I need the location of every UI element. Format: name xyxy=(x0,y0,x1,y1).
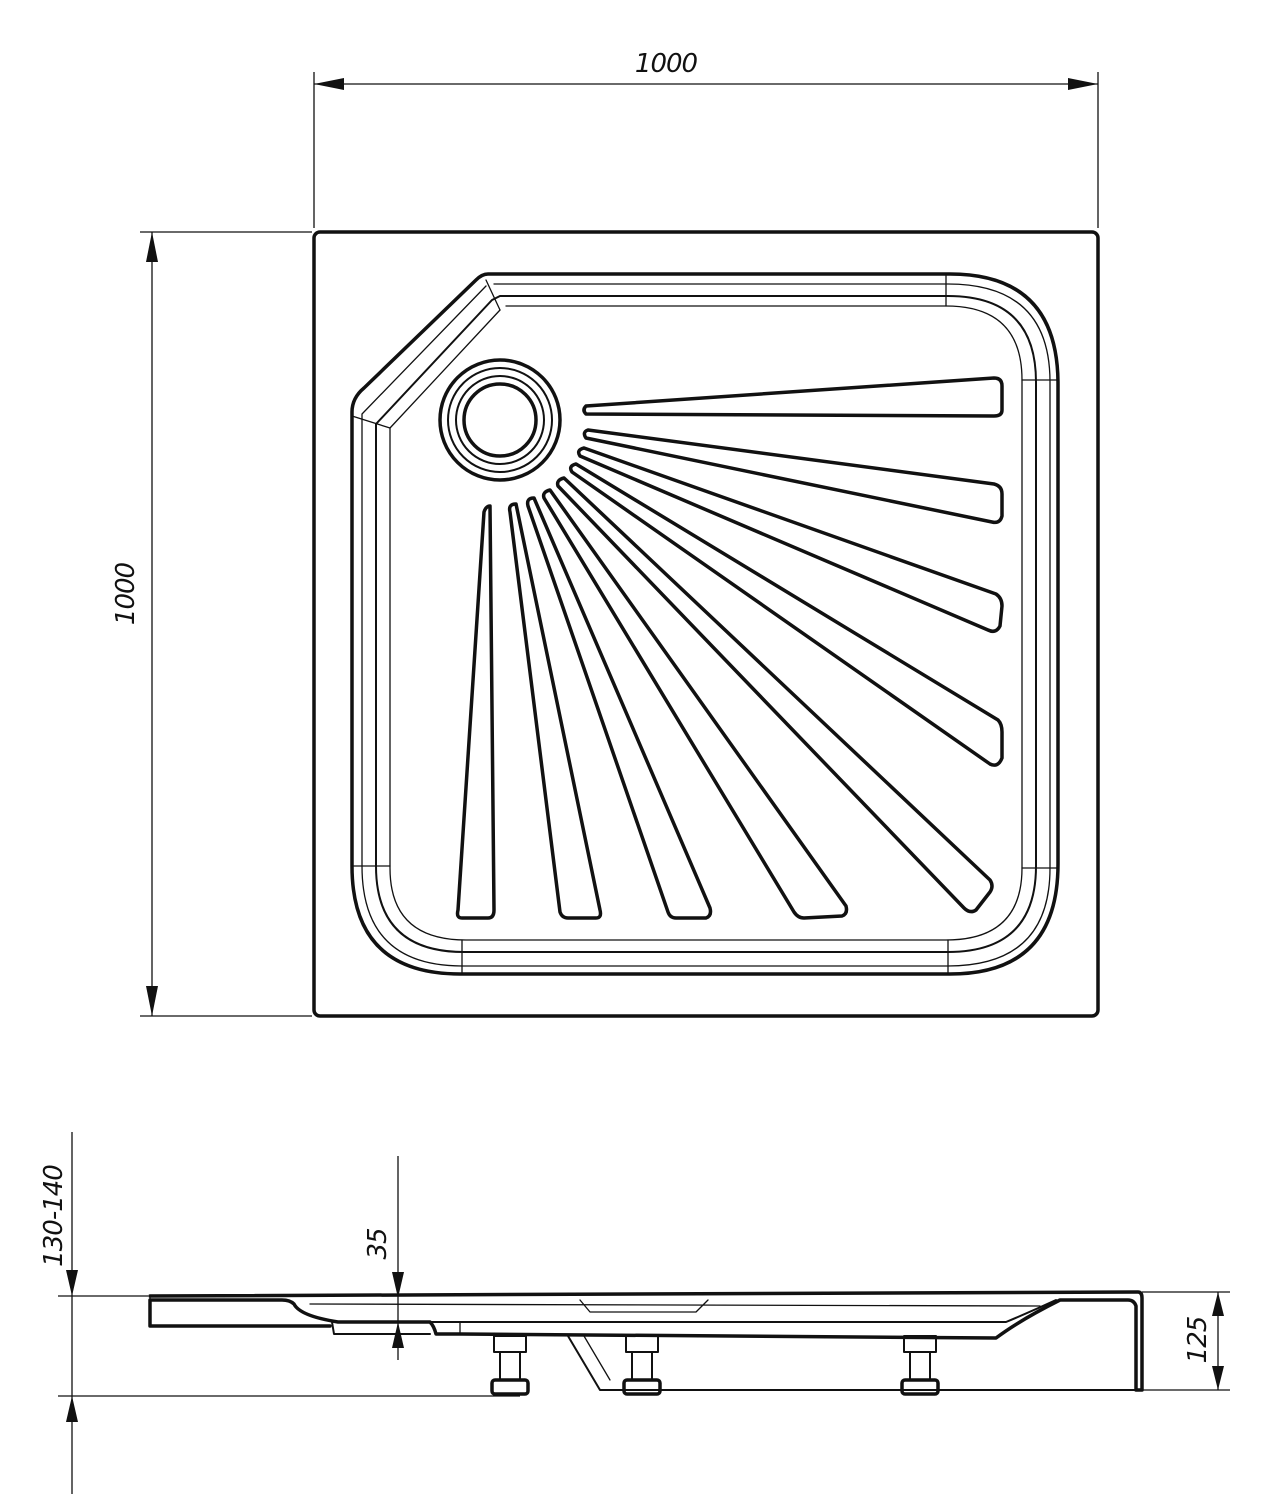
rim-tick xyxy=(485,279,501,311)
rib xyxy=(507,502,603,920)
rib xyxy=(576,446,1004,634)
foot-stem xyxy=(909,1351,931,1381)
rib xyxy=(582,428,1004,525)
arrow-head xyxy=(1068,78,1098,90)
dimension-label-top-width: 1000 xyxy=(635,49,698,79)
dimension-label-side-height: 125 xyxy=(1183,1316,1213,1363)
rib xyxy=(455,504,496,920)
drain-bottom xyxy=(331,1321,431,1335)
dimension-label-total-height: 130-140 xyxy=(39,1165,69,1267)
foot-stem xyxy=(631,1351,653,1381)
top-view: 1000 1000 xyxy=(111,49,1100,1018)
drain-outer-ring xyxy=(438,358,562,482)
foot-top xyxy=(493,1335,527,1353)
side-view: 130-140 35 125 xyxy=(39,1132,1230,1494)
rib xyxy=(525,496,713,920)
support-foot-center xyxy=(622,1335,662,1396)
arrow-head xyxy=(146,232,158,262)
basin-surface-line xyxy=(309,1303,1041,1307)
basin-outer-contour xyxy=(350,272,1060,976)
arrow-head xyxy=(1212,1292,1224,1316)
support-foot-left xyxy=(490,1335,530,1396)
basin-inner-contour xyxy=(375,295,1037,953)
arrow-head xyxy=(314,78,344,90)
arrow-head xyxy=(66,1396,78,1422)
frame-support xyxy=(567,1335,1143,1391)
arrow-head xyxy=(1212,1366,1224,1390)
rib xyxy=(568,462,1004,767)
anti-slip-ribs xyxy=(455,376,1004,920)
arrow-head xyxy=(392,1322,404,1348)
drain xyxy=(438,358,562,482)
arrow-head xyxy=(146,986,158,1016)
basin-rim-line-2 xyxy=(389,305,1023,941)
drain-inner-ring xyxy=(462,382,538,458)
drain-ring-2 xyxy=(447,367,553,473)
basin-surface-top xyxy=(293,1299,1057,1323)
dimension-left-height: 1000 xyxy=(111,231,312,1017)
foot-base xyxy=(900,1378,940,1396)
foot-base xyxy=(490,1378,530,1396)
dimension-total-height: 130-140 xyxy=(39,1132,520,1494)
dimension-label-left-height: 1000 xyxy=(111,562,141,625)
drain-ring-3 xyxy=(455,375,545,465)
rib xyxy=(541,488,849,920)
rib xyxy=(582,376,1004,418)
arrow-head xyxy=(392,1272,404,1298)
tray-outer-rim xyxy=(312,230,1100,1018)
drain-recess xyxy=(579,1299,709,1313)
foot-base xyxy=(622,1378,662,1396)
dimension-depth: 35 xyxy=(363,1156,404,1360)
support-foot-right xyxy=(900,1335,940,1396)
frame-line xyxy=(583,1335,611,1381)
dimension-top-width: 1000 xyxy=(313,49,1099,228)
basin-rim-line-1 xyxy=(361,283,1051,967)
dimension-label-depth: 35 xyxy=(363,1228,393,1260)
rib xyxy=(555,476,994,914)
rim-tick xyxy=(351,415,391,429)
arrow-head xyxy=(66,1270,78,1296)
foot-top xyxy=(625,1335,659,1353)
dimension-side-height: 125 xyxy=(1142,1291,1230,1391)
tray-side-profile xyxy=(148,1290,1144,1392)
foot-stem xyxy=(499,1351,521,1381)
